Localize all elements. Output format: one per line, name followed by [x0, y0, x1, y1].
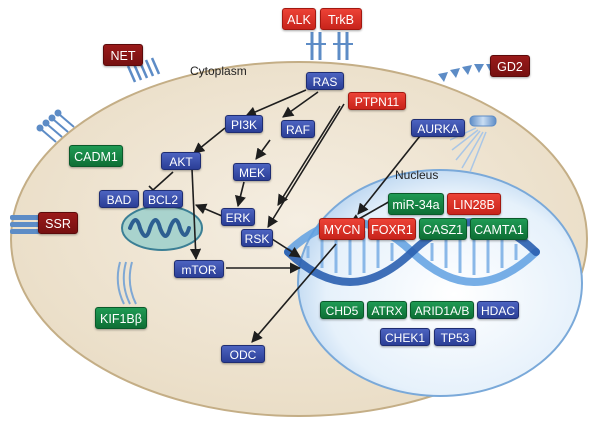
lin28b-node: LIN28B — [447, 193, 501, 215]
mtor-node: mTOR — [174, 260, 224, 278]
kif1b-node: KIF1Bβ — [95, 307, 147, 329]
trkb-receptor-icon — [333, 32, 353, 60]
atrx-node: ATRX — [367, 301, 407, 319]
trkb-node: TrkB — [320, 8, 362, 30]
kif1b-microtubule-icon — [116, 261, 137, 305]
ptpn11-node: PTPN11 — [348, 92, 406, 110]
bad-node: BAD — [99, 190, 139, 208]
arid1ab-node: ARID1A/B — [410, 301, 474, 319]
ssr-receptor-icon — [10, 215, 40, 234]
nucleus-label: Nucleus — [395, 168, 439, 182]
gd2-ganglioside-icon — [438, 64, 496, 82]
ras-node: RAS — [306, 72, 344, 90]
alk-receptor-icon — [306, 32, 326, 60]
mycn-node: MYCN — [319, 218, 365, 240]
pi3k-node: PI3K — [225, 115, 263, 133]
rsk-node: RSK — [241, 229, 273, 247]
mitochondrion-icon — [121, 205, 203, 251]
akt-node: AKT — [161, 152, 201, 170]
bcl2-node: BCL2 — [143, 190, 183, 208]
ssr-node: SSR — [38, 212, 78, 234]
cadm1-adhesion-icon — [36, 109, 75, 143]
foxr1-node: FOXR1 — [368, 218, 416, 240]
chek1-node: CHEK1 — [380, 328, 430, 346]
mek-node: MEK — [233, 163, 271, 181]
camta1-node: CAMTA1 — [470, 218, 528, 240]
chd5-node: CHD5 — [320, 301, 364, 319]
alk-node: ALK — [282, 8, 316, 30]
aurka-node: AURKA — [411, 119, 465, 137]
tp53-node: TP53 — [434, 328, 476, 346]
casz1-node: CASZ1 — [419, 218, 467, 240]
hdac-node: HDAC — [477, 301, 519, 319]
cadm1-node: CADM1 — [69, 145, 123, 167]
erk-node: ERK — [221, 208, 255, 226]
net-node: NET — [103, 44, 143, 66]
odc-node: ODC — [221, 345, 265, 363]
mir34a-node: miR-34a — [388, 193, 444, 215]
cytoplasm-label: Cytoplasm — [190, 64, 247, 78]
raf-node: RAF — [281, 120, 315, 138]
gd2-node: GD2 — [490, 55, 530, 77]
